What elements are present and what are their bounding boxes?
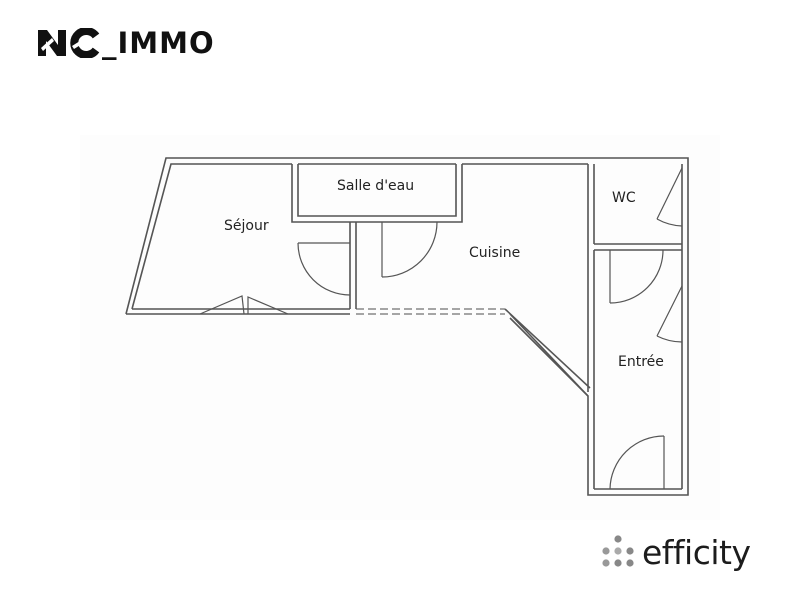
nc-logo-mark-icon (38, 28, 100, 58)
room-label-entree: Entrée (618, 354, 664, 370)
room-label-cuisine: Cuisine (469, 245, 521, 261)
doors (199, 167, 683, 490)
salle-deau-walls (291, 163, 588, 223)
dot-grid-icon (602, 535, 634, 567)
room-label-wc: WC (612, 190, 636, 206)
agency-logo-text: _IMMO (102, 26, 215, 60)
room-label-salle-deau: Salle d'eau (337, 178, 415, 194)
partition-walls (349, 222, 357, 309)
floor-plan-background (80, 135, 720, 520)
outer-walls (125, 157, 689, 496)
efficity-brand-text: efficity (642, 532, 751, 572)
efficity-logo: efficity (586, 520, 776, 584)
cuisine-right-wall (587, 164, 682, 490)
agency-logo: _IMMO (38, 28, 215, 58)
room-label-sejour: Séjour (224, 218, 269, 234)
